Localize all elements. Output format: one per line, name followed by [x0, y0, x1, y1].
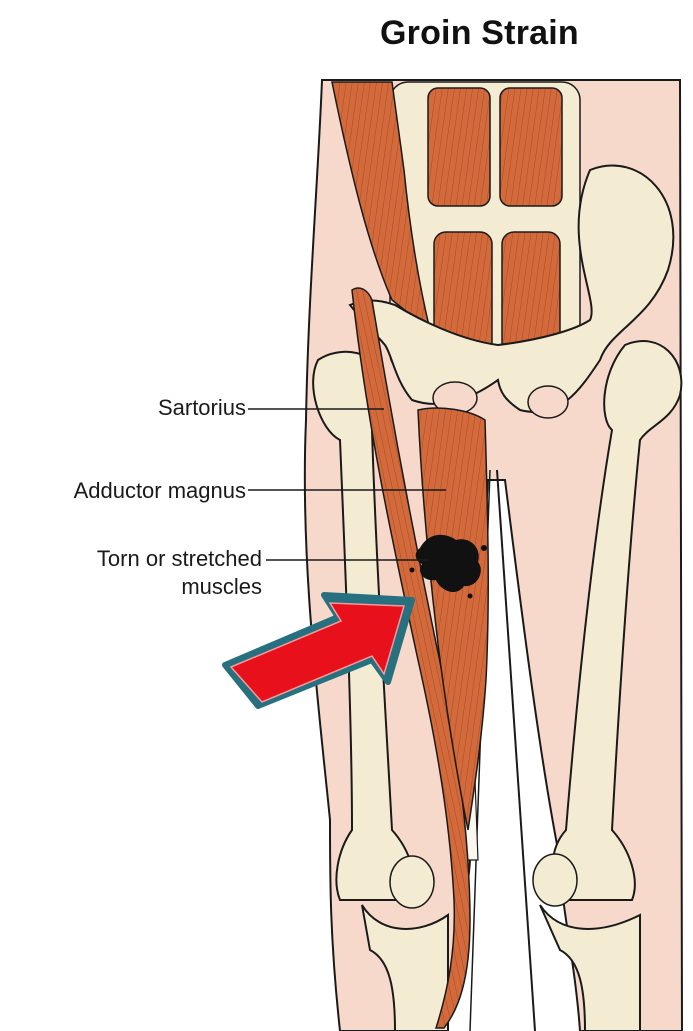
label-adductor-magnus: Adductor magnus [0, 477, 246, 505]
label-torn-muscles: Torn or stretched muscles [0, 545, 262, 601]
label-torn-line1: Torn or stretched [0, 545, 262, 573]
label-sartorius: Sartorius [0, 394, 246, 422]
label-torn-line2: muscles [0, 573, 262, 601]
